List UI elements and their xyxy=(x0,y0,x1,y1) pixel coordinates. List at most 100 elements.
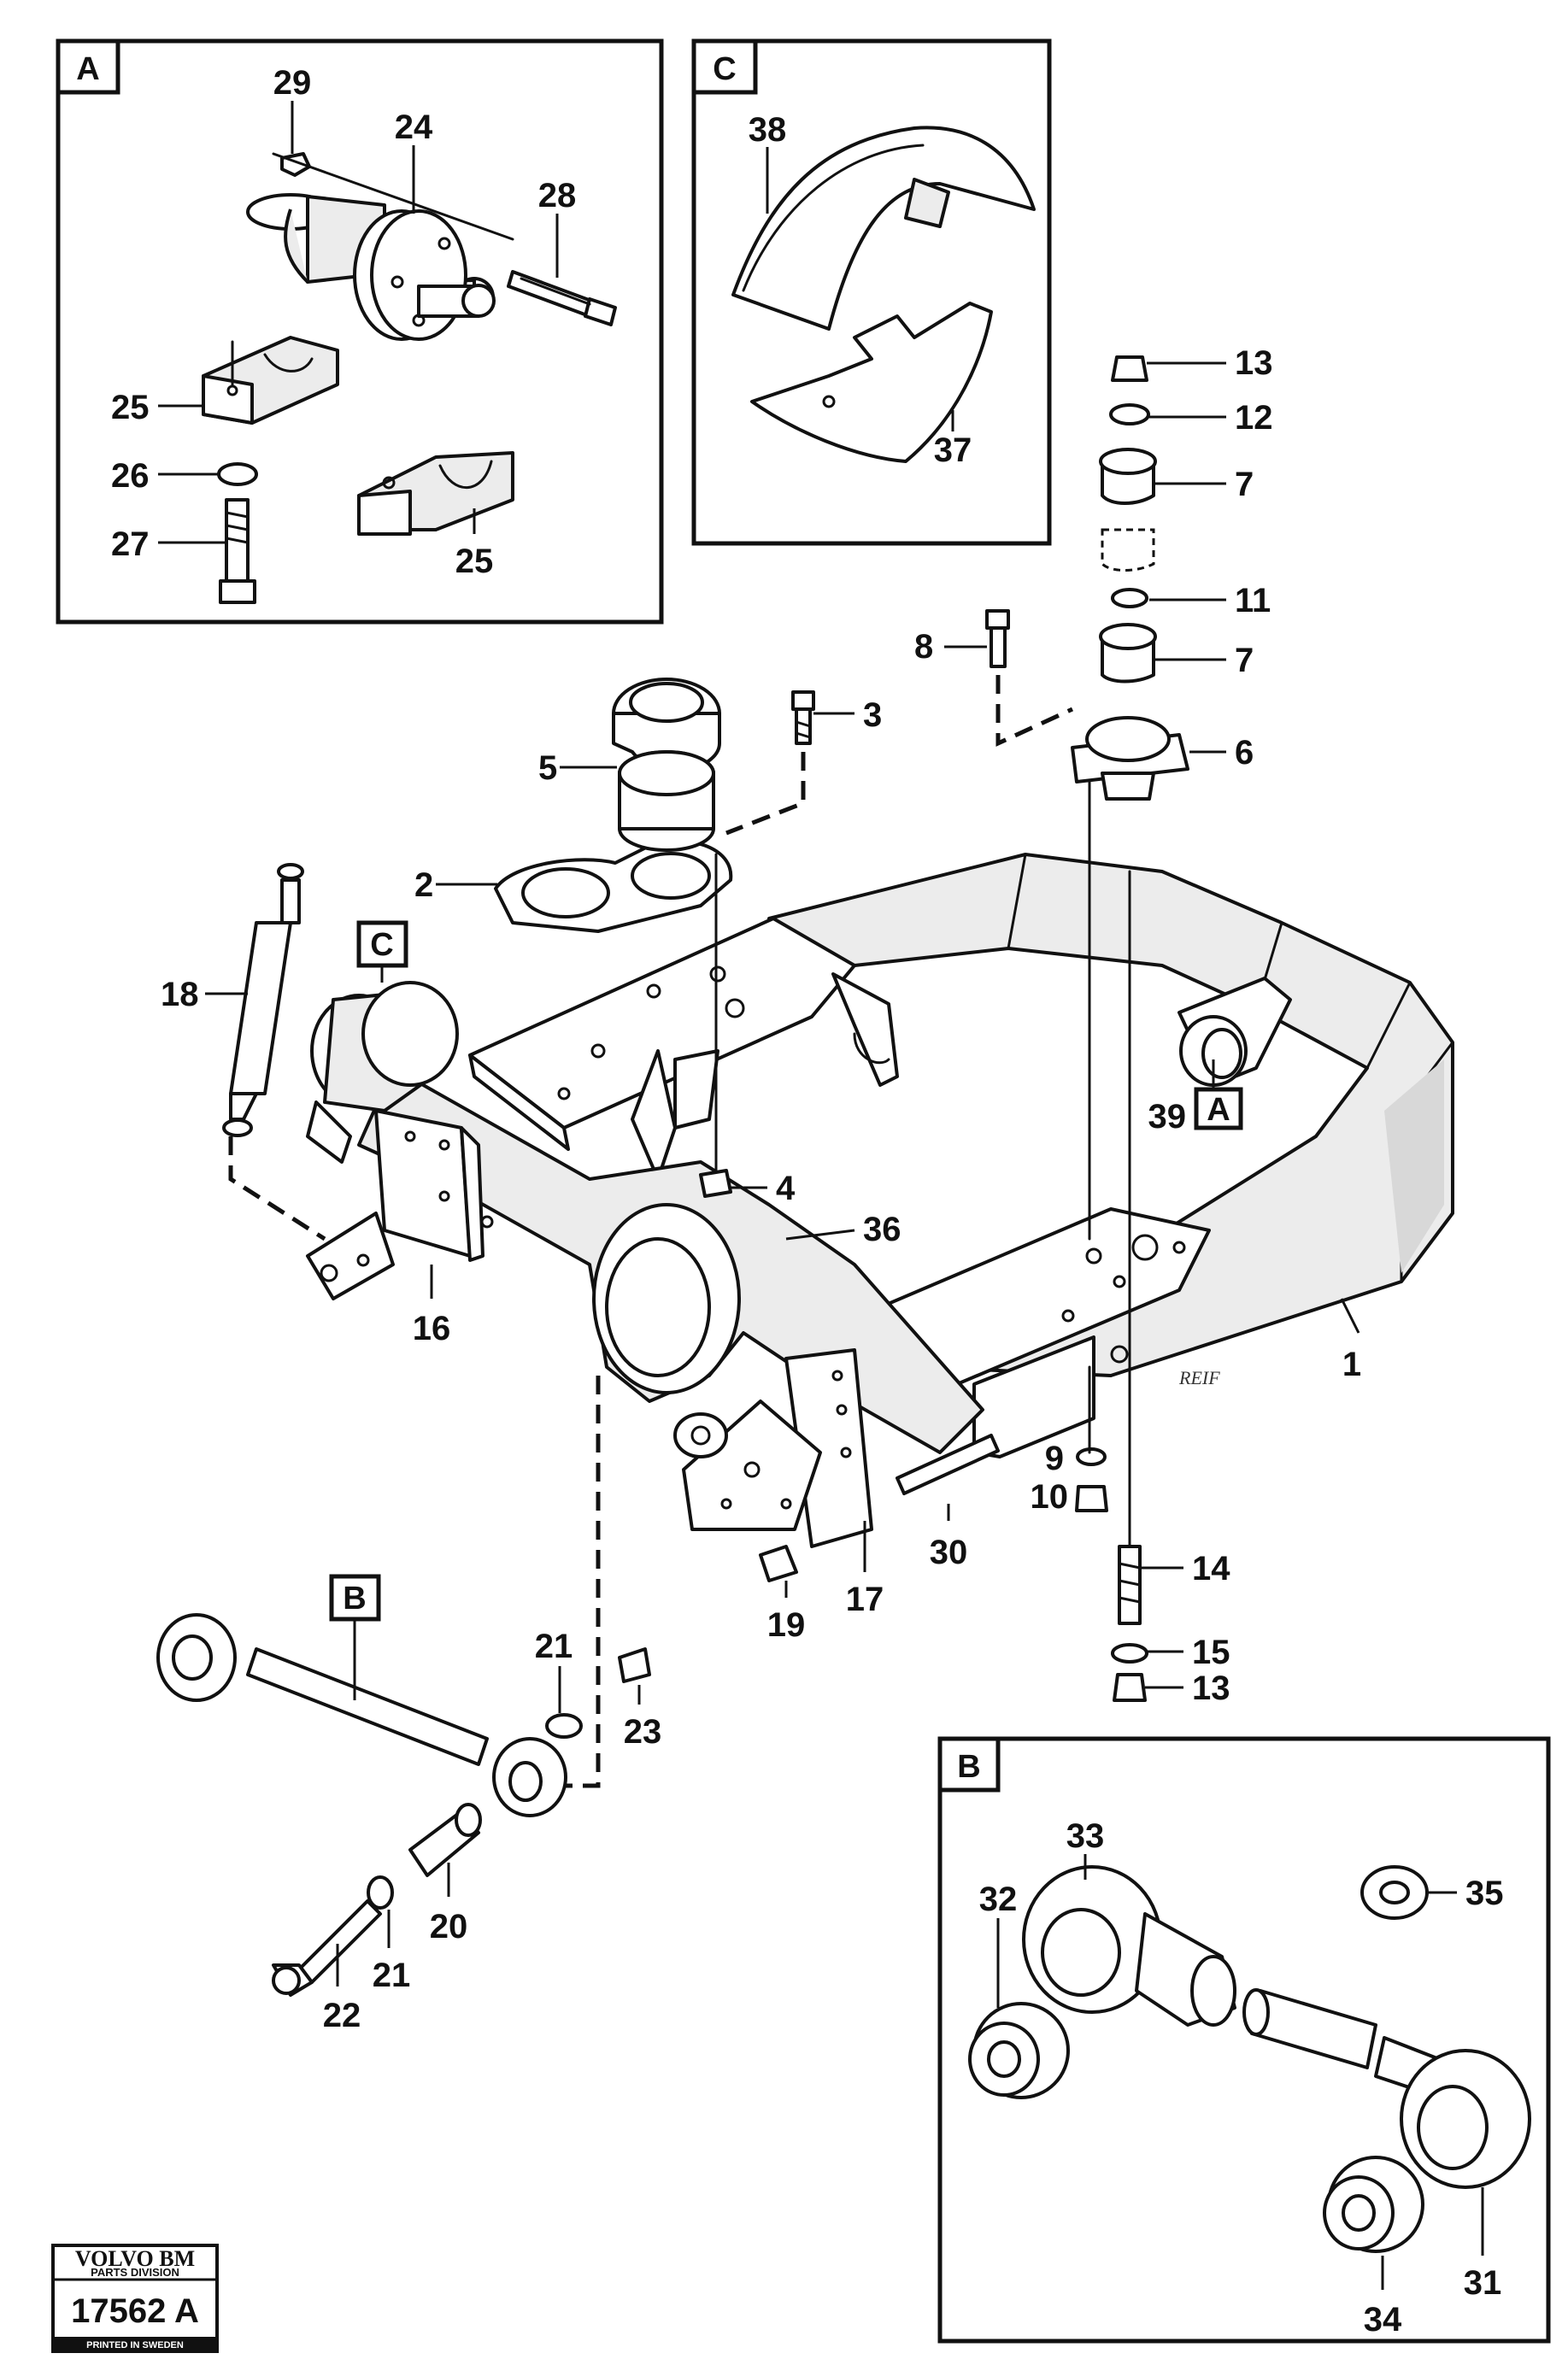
callout-b: B xyxy=(329,1574,381,1700)
label-8: 8 xyxy=(914,628,933,666)
callout-c: C xyxy=(356,920,408,983)
label-38: 38 xyxy=(749,111,787,149)
washer-11 xyxy=(1111,588,1148,608)
washer-26 xyxy=(217,462,258,486)
label-5: 5 xyxy=(538,749,557,787)
rubber-mount-24 xyxy=(246,193,496,341)
label-18: 18 xyxy=(161,976,199,1013)
sleeve-20 xyxy=(408,1803,482,1877)
bolt-3 xyxy=(791,690,815,745)
panel-c-tag: C xyxy=(713,51,736,87)
volvo-stamp: VOLVO BM PARTS DIVISION 17562 A PRINTED … xyxy=(51,2244,219,2353)
label-21a: 21 xyxy=(535,1628,573,1665)
label-28: 28 xyxy=(538,177,577,214)
dash-bolt3 xyxy=(725,752,806,836)
bushing-34 xyxy=(1323,2156,1424,2253)
cover-37 xyxy=(750,302,993,463)
rod-end-33 xyxy=(1022,1865,1236,2027)
dash-bolt8 xyxy=(995,675,1074,747)
stud-30 xyxy=(896,1434,1000,1495)
shield-38 xyxy=(731,126,1036,331)
label-27: 27 xyxy=(111,525,150,563)
svg-text:A: A xyxy=(1207,1092,1230,1128)
label-29: 29 xyxy=(273,64,312,102)
label-7a: 7 xyxy=(1235,466,1254,503)
bracket-17 xyxy=(673,1348,873,1548)
panel-b-tag: B xyxy=(957,1749,980,1785)
handwritten-mark: REIF xyxy=(1178,1367,1220,1388)
label-39: 39 xyxy=(1148,1098,1187,1136)
label-22: 22 xyxy=(323,1997,361,2034)
stud-14 xyxy=(1118,1545,1142,1625)
washer-12 xyxy=(1109,403,1150,425)
label-26: 26 xyxy=(111,457,150,495)
panel-c-frame xyxy=(691,38,1052,546)
label-35: 35 xyxy=(1465,1875,1504,1912)
dash-shock xyxy=(228,1136,326,1241)
main-assembly: REIF xyxy=(156,355,1454,1997)
panel-a: A xyxy=(56,38,664,625)
label-10: 10 xyxy=(1031,1478,1069,1516)
rubber-block-7-lower xyxy=(1099,623,1157,684)
nut-23 xyxy=(618,1647,651,1683)
right-mount-plate: REIF xyxy=(878,1207,1220,1458)
nut-19 xyxy=(759,1545,798,1582)
shock-absorber-18 xyxy=(222,863,304,1137)
label-33: 33 xyxy=(1066,1817,1105,1855)
bracket-under-left xyxy=(631,1049,719,1181)
label-6: 6 xyxy=(1235,734,1254,772)
stamp-printed: PRINTED IN SWEDEN xyxy=(86,2340,184,2350)
dash-rod xyxy=(564,1376,601,1788)
label-36: 36 xyxy=(863,1211,901,1248)
nut-29 xyxy=(272,152,514,241)
label-32: 32 xyxy=(979,1881,1018,1918)
panel-b-tag-box xyxy=(937,1736,1001,1793)
bolt-22 xyxy=(272,1899,382,1997)
label-21b: 21 xyxy=(373,1957,411,1994)
label-34: 34 xyxy=(1364,2301,1402,2339)
label-23: 23 xyxy=(624,1713,662,1751)
label-17: 17 xyxy=(846,1581,884,1618)
bracket-mid xyxy=(831,972,899,1087)
label-7b: 7 xyxy=(1235,642,1254,679)
label-3: 3 xyxy=(863,696,882,734)
washer-21-right xyxy=(545,1713,583,1739)
panel-a-tag: A xyxy=(76,51,99,87)
washer-35 xyxy=(1360,1865,1429,1920)
label-9: 9 xyxy=(1045,1440,1064,1477)
washer-15 xyxy=(1111,1643,1148,1664)
washer-21-left xyxy=(367,1875,394,1910)
label-25a: 25 xyxy=(111,389,150,426)
rubber-block-dashed xyxy=(1101,528,1155,572)
bolt-8 xyxy=(985,609,1010,668)
clamp-25-upper xyxy=(202,336,339,425)
label-16: 16 xyxy=(413,1310,451,1347)
label-4: 4 xyxy=(776,1170,796,1207)
svg-text:B: B xyxy=(343,1581,366,1617)
mount-ring-2 xyxy=(494,839,733,933)
eye-bracket-39 xyxy=(1177,977,1292,1087)
panel-a-tag-box xyxy=(56,38,120,95)
callout-a: A xyxy=(1194,1059,1243,1130)
label-15: 15 xyxy=(1192,1634,1230,1671)
washer-9 xyxy=(1076,1447,1107,1466)
panel-c-tag-box xyxy=(691,38,758,95)
mount-flange-6 xyxy=(1071,716,1189,801)
stamp-drawing-number: 17562 A xyxy=(71,2292,199,2330)
label-14: 14 xyxy=(1192,1550,1230,1587)
label-13b: 13 xyxy=(1192,1670,1230,1707)
rod-end-31 xyxy=(1400,2049,1531,2189)
panel-b-frame xyxy=(937,1736,1551,2344)
panel-a-frame xyxy=(56,38,664,625)
nut-4 xyxy=(699,1169,732,1198)
label-19: 19 xyxy=(767,1606,806,1644)
label-13a: 13 xyxy=(1235,344,1273,382)
left-mount-plate xyxy=(468,917,856,1151)
label-24: 24 xyxy=(395,109,433,146)
nut-13-bottom xyxy=(1113,1673,1147,1702)
rubber-block-7-upper xyxy=(1099,448,1157,505)
panel-b: B xyxy=(937,1736,1551,2344)
label-11: 11 xyxy=(1235,582,1271,619)
clamp-25-lower xyxy=(357,451,514,536)
